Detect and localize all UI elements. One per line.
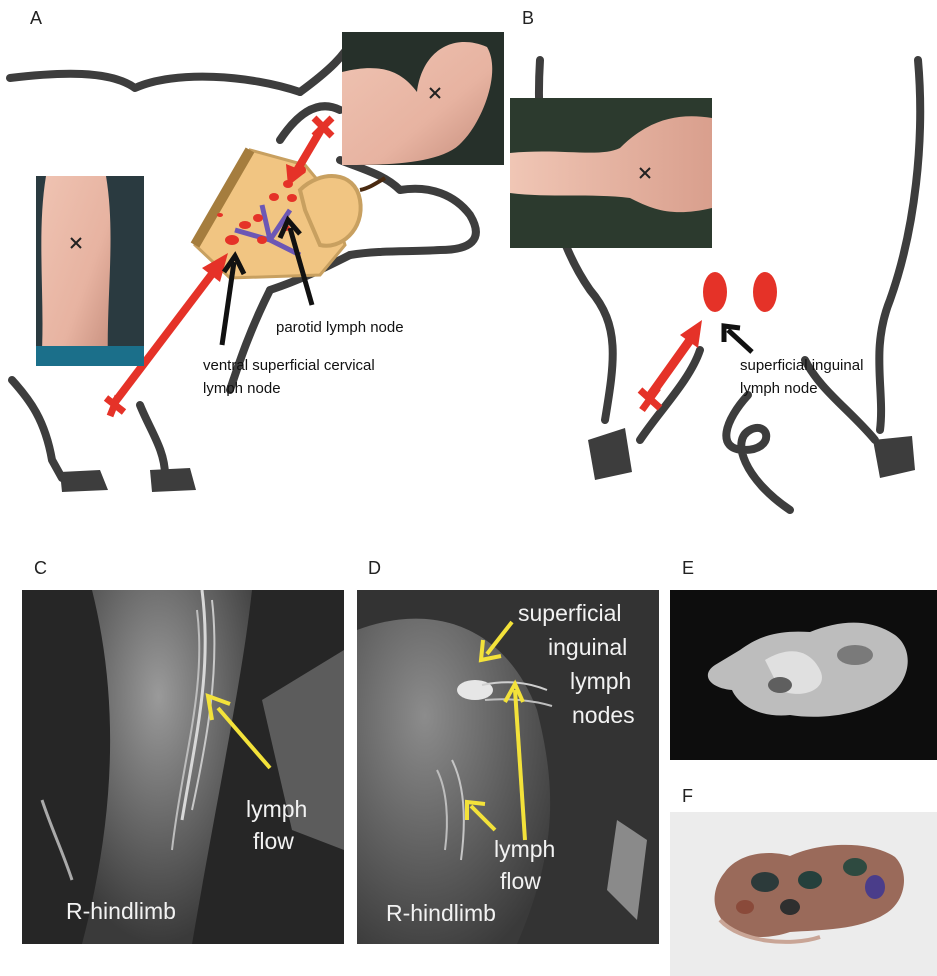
pointer-arrow-cervical [222, 256, 244, 345]
pointer-arrow-inguinal [724, 326, 752, 352]
panel-letter-f: F [682, 786, 693, 807]
hindleg-injection-photo [510, 98, 712, 248]
panel-d-node-line4: nodes [572, 700, 635, 730]
cervical-label-line1: ventral superficial cervical [203, 356, 375, 376]
inguinal-label-line2: lymph node [740, 379, 818, 399]
pig-a-hoof-2 [150, 468, 196, 492]
panel-d-node-line2: inguinal [548, 632, 627, 662]
panel-letter-c: C [34, 558, 47, 579]
panel-c-flow-line1: lymph [246, 794, 307, 824]
ear-injection-photo [342, 32, 504, 165]
inguinal-label-line1: superficial inguinal [740, 356, 863, 376]
panel-e-node-fluorescence [670, 590, 937, 760]
panel-d-node-line3: lymph [570, 666, 631, 696]
pig-a-eye [360, 178, 385, 190]
panel-d-flow-line1: lymph [494, 834, 555, 864]
panel-letter-e: E [682, 558, 694, 579]
panel-d-flow-line2: flow [500, 866, 541, 896]
panel-d-node-line1: superficial [518, 598, 622, 628]
panel-c-flow-line2: flow [253, 826, 294, 856]
panel-f-node-photo [670, 812, 937, 976]
parotid-label: parotid lymph node [276, 318, 404, 338]
inguinal-node-left [703, 272, 727, 312]
panel-c-limb: R-hindlimb [66, 896, 176, 926]
panel-c-fluorescence-image [22, 590, 344, 944]
panel-letter-d: D [368, 558, 381, 579]
inguinal-node-right [753, 272, 777, 312]
cervical-label-line2: lymph node [203, 379, 281, 399]
pig-b-hoof-2 [873, 436, 915, 478]
pig-b-hoof-1 [588, 428, 632, 480]
panel-d-limb: R-hindlimb [386, 898, 496, 928]
foreleg-injection-photo [36, 176, 144, 366]
pig-a-hoof-1 [60, 470, 108, 492]
